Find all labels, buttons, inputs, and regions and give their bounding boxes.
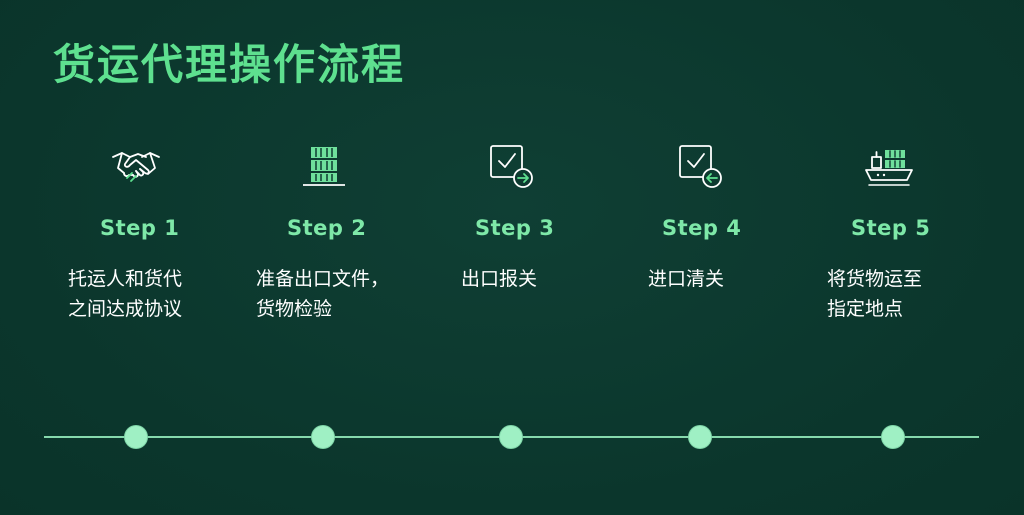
step-5-description: 将货物运至 指定地点 [827,268,923,320]
step-3-label: Step 3 [475,216,555,240]
timeline-dot-step-5 [882,426,904,448]
timeline-dot-step-1 [125,426,147,448]
handshake-icon [110,140,162,192]
timeline-dot-step-4 [689,426,711,448]
page-title: 货运代理操作流程 [53,40,406,89]
step-2-description: 准备出口文件， 货物检验 [256,268,390,320]
step-5-label: Step 5 [851,216,931,240]
step-4-label: Step 4 [662,216,742,240]
step-3-description: 出口报关 [461,268,538,290]
step-2-label: Step 2 [287,216,367,240]
timeline-dot-step-3 [500,426,522,448]
timeline-dot-step-2 [312,426,334,448]
checklist-import-icon [675,140,727,192]
cargo-container-icon [298,140,350,192]
checklist-export-icon [486,140,538,192]
step-4-description: 进口清关 [648,268,725,290]
step-1-description: 托运人和货代 之间达成协议 [68,268,183,320]
step-1-label: Step 1 [100,216,180,240]
cargo-ship-icon [863,140,915,192]
